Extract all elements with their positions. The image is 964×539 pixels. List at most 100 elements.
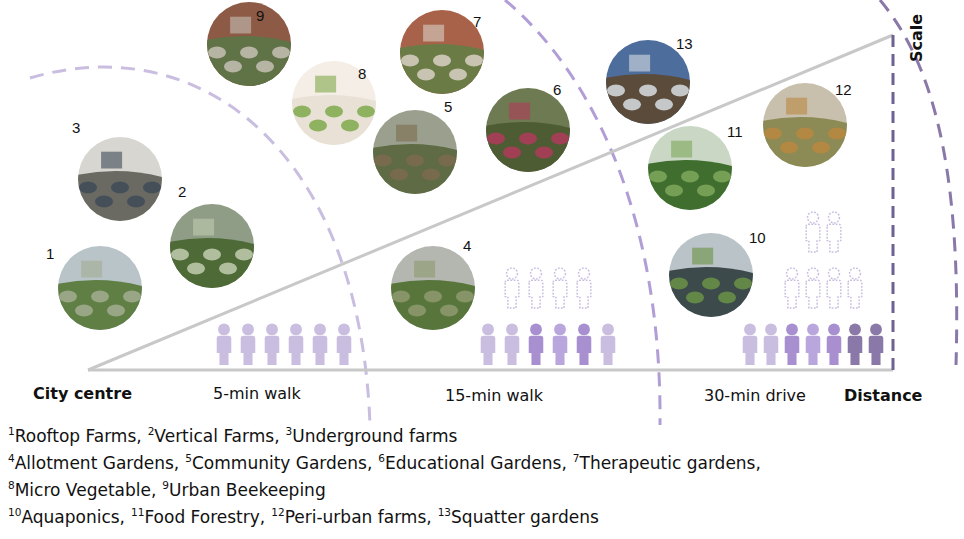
photo-detail bbox=[240, 46, 258, 58]
photo-detail bbox=[702, 277, 720, 289]
potential-person-icon bbox=[505, 268, 519, 308]
photo-content bbox=[292, 61, 376, 145]
photo-content bbox=[486, 88, 570, 172]
axis-label: 15-min walk bbox=[445, 388, 543, 404]
photo-detail bbox=[193, 219, 214, 236]
photo-detail bbox=[309, 119, 327, 131]
photo-image bbox=[606, 40, 690, 124]
photo-sky bbox=[170, 204, 254, 288]
photo-ground bbox=[648, 160, 732, 210]
photo-circle: 9 bbox=[207, 2, 291, 86]
photo-circle: 12 bbox=[763, 83, 847, 167]
photo-detail bbox=[681, 170, 699, 182]
photo-detail bbox=[219, 262, 237, 274]
scale-line bbox=[88, 35, 893, 370]
photo-image bbox=[207, 2, 291, 86]
photo-detail bbox=[59, 290, 77, 302]
callout-number: 3 bbox=[72, 120, 80, 135]
person-icon bbox=[241, 324, 256, 365]
photo-detail bbox=[187, 262, 205, 274]
photo-detail bbox=[670, 277, 688, 289]
footnote-number: 13 bbox=[438, 506, 451, 518]
footnote-text: Squatter gardens bbox=[451, 507, 599, 527]
footnote-number: 8 bbox=[8, 479, 15, 491]
footnote-text: Micro Vegetable, bbox=[15, 480, 157, 500]
photo-detail bbox=[315, 76, 336, 93]
photo-detail bbox=[812, 141, 830, 153]
photo-image bbox=[669, 233, 753, 317]
footnote-text: Urban Beekeeping bbox=[169, 480, 326, 500]
photo-circle: 11 bbox=[648, 126, 732, 210]
photo-detail bbox=[401, 54, 419, 66]
potential-person-icon bbox=[848, 268, 862, 308]
photo-image bbox=[763, 83, 847, 167]
photo-detail bbox=[713, 170, 731, 182]
photo-detail bbox=[91, 290, 109, 302]
photo-detail bbox=[438, 154, 456, 166]
scale-axis bbox=[892, 35, 895, 370]
photo-detail bbox=[796, 127, 814, 139]
photo-detail bbox=[697, 184, 715, 196]
callout-number: 13 bbox=[676, 36, 693, 51]
callout-number: 1 bbox=[46, 246, 54, 261]
footnote-number: 6 bbox=[378, 452, 385, 464]
person-icon bbox=[553, 324, 568, 365]
photo-detail bbox=[325, 105, 343, 117]
photo-detail bbox=[81, 261, 102, 278]
potential-person-icon bbox=[529, 268, 543, 308]
photo-detail bbox=[230, 17, 251, 34]
photo-detail bbox=[408, 304, 426, 316]
photo-detail bbox=[111, 181, 129, 193]
potential-person-icon bbox=[785, 268, 799, 308]
photo-detail bbox=[692, 248, 713, 265]
people-group bbox=[743, 212, 884, 365]
person-icon bbox=[265, 324, 280, 365]
photo-sky bbox=[606, 40, 690, 124]
photo-detail bbox=[649, 170, 667, 182]
photo-sky bbox=[78, 137, 162, 221]
photo-detail bbox=[449, 68, 467, 80]
axis-title: Scale bbox=[909, 14, 925, 62]
photo-detail bbox=[671, 84, 689, 96]
photo-detail bbox=[519, 132, 537, 144]
photo-content bbox=[373, 110, 457, 194]
person-icon bbox=[869, 324, 884, 365]
photo-ground bbox=[207, 36, 291, 86]
photo-content bbox=[170, 204, 254, 288]
photo-detail bbox=[424, 290, 442, 302]
footnote-number: 2 bbox=[148, 425, 155, 437]
photo-detail bbox=[639, 84, 657, 96]
footnote-text: Underground farms bbox=[292, 426, 457, 446]
callout-number: 2 bbox=[178, 184, 186, 199]
photo-content bbox=[669, 233, 753, 317]
photo-detail bbox=[487, 132, 505, 144]
footnote-line: 10Aquaponics,11Food Forestry,12Peri-urba… bbox=[8, 507, 605, 527]
footnote-line: 8Micro Vegetable,9Urban Beekeeping bbox=[8, 480, 332, 500]
photo-content bbox=[606, 40, 690, 124]
footnote-number: 12 bbox=[271, 506, 284, 518]
photo-detail bbox=[357, 105, 375, 117]
photo-sky bbox=[373, 110, 457, 194]
footnote-text: Aquaponics, bbox=[21, 507, 125, 527]
person-icon bbox=[337, 324, 352, 365]
footnote-number: 11 bbox=[131, 506, 144, 518]
potential-person-icon bbox=[806, 268, 820, 308]
photo-circle: 5 bbox=[373, 110, 457, 194]
photo-detail bbox=[406, 154, 424, 166]
photo-detail bbox=[203, 248, 221, 260]
photo-ground bbox=[669, 267, 753, 317]
footnote-text: Therapeutic gardens, bbox=[580, 453, 761, 473]
photo-detail bbox=[535, 146, 553, 158]
photo-detail bbox=[414, 261, 435, 278]
photo-ground bbox=[763, 117, 847, 167]
photo-detail bbox=[208, 46, 226, 58]
footnote-text: Food Forestry, bbox=[144, 507, 265, 527]
footnote-number: 5 bbox=[185, 452, 192, 464]
photo-circle: 1 bbox=[58, 246, 142, 330]
photo-detail bbox=[127, 195, 145, 207]
photo-detail bbox=[503, 146, 521, 158]
photo-detail bbox=[734, 277, 752, 289]
people-group bbox=[217, 324, 352, 365]
